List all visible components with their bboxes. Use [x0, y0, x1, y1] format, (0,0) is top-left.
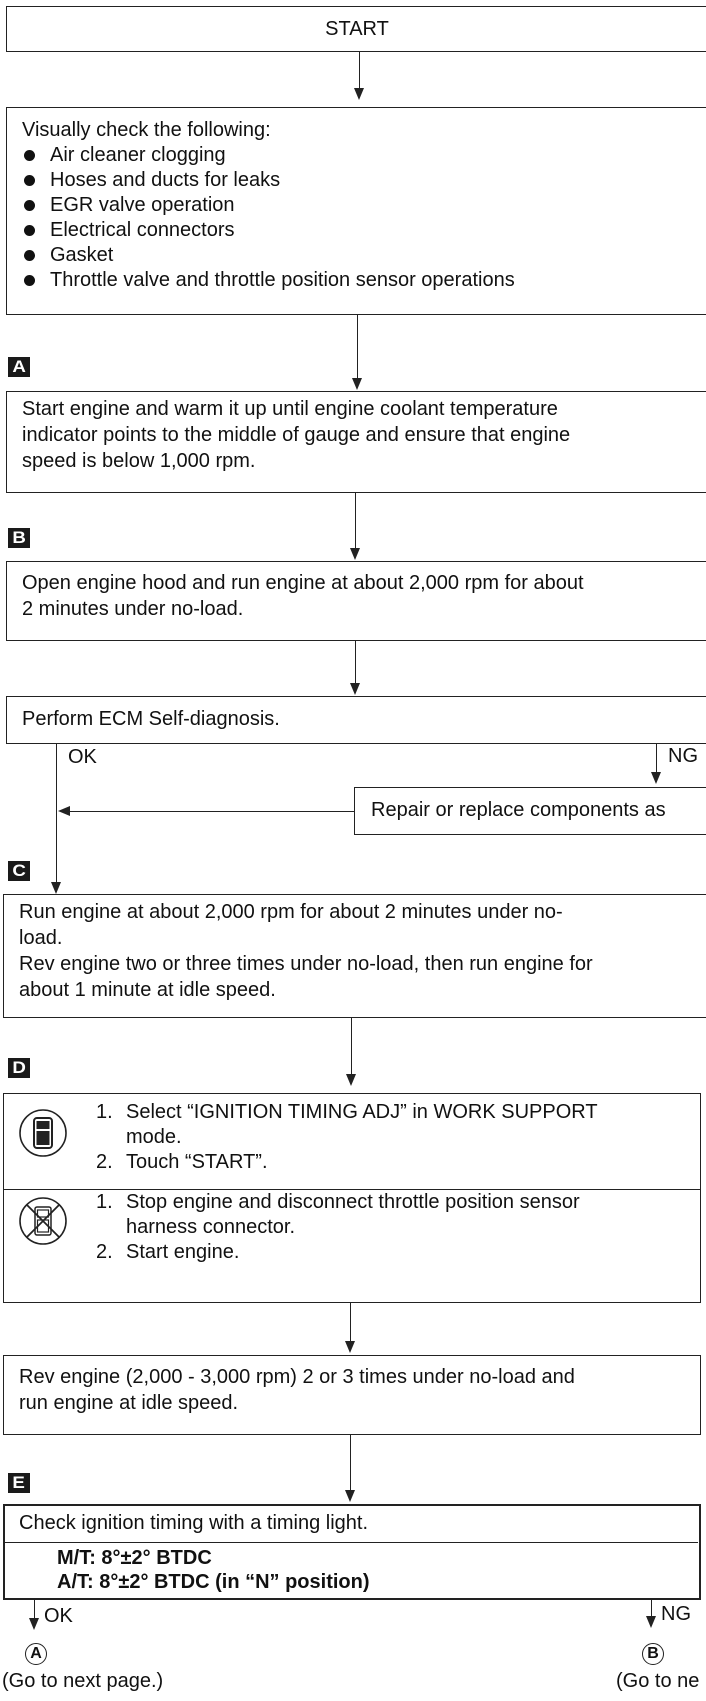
- check-item: Throttle valve and throttle position sen…: [22, 268, 515, 293]
- connector-line: [350, 1435, 352, 1490]
- connector-arrow: [345, 1490, 355, 1502]
- no-tools-steps: 1. Stop engine and disconnect throttle p…: [96, 1190, 580, 1265]
- ok-label: OK: [68, 746, 97, 768]
- step-c-text: Run engine at about 2,000 rpm for about …: [19, 899, 593, 1003]
- connector-arrow: [354, 88, 364, 100]
- step-label-e: E: [8, 1473, 30, 1493]
- connector-arrow: [352, 378, 362, 390]
- repair-box: Repair or replace components as: [354, 787, 706, 835]
- consult-section: 1. Select “IGNITION TIMING ADJ” in WORK …: [4, 1094, 700, 1190]
- check-item: Electrical connectors: [22, 218, 515, 243]
- repair-text: Repair or replace components as: [371, 799, 666, 821]
- step-number: 2.: [96, 1151, 113, 1173]
- connector-arrow: [350, 683, 360, 695]
- step-e-box: Check ignition timing with a timing ligh…: [3, 1504, 701, 1600]
- step-line: Touch “START”.: [126, 1151, 268, 1173]
- no-tools-section: 1. Stop engine and disconnect throttle p…: [4, 1190, 700, 1302]
- connector-line: [357, 315, 359, 378]
- step-c-line: Run engine at about 2,000 rpm for about …: [19, 901, 563, 923]
- consult-tester-icon: [19, 1109, 67, 1157]
- connector-arrow: [346, 1074, 356, 1086]
- visual-check-content: Visually check the following: Air cleane…: [22, 118, 515, 293]
- timing-spec: M/T: 8°±2° BTDC A/T: 8°±2° BTDC (in “N” …: [57, 1546, 370, 1594]
- step-a-box: Start engine and warm it up until engine…: [6, 391, 706, 493]
- step-label-c: C: [8, 861, 30, 881]
- step-a-line: speed is below 1,000 rpm.: [22, 450, 256, 472]
- connector-arrow: [345, 1341, 355, 1353]
- step-line: Select “IGNITION TIMING ADJ” in WORK SUP…: [126, 1101, 598, 1123]
- e-ng-line: [651, 1600, 653, 1618]
- step-number: 1.: [96, 1191, 113, 1213]
- check-item: Gasket: [22, 243, 515, 268]
- ng-branch-line: [656, 744, 658, 772]
- rev-engine-text: Rev engine (2,000 - 3,000 rpm) 2 or 3 ti…: [19, 1364, 575, 1416]
- step-b-line: Open engine hood and run engine at about…: [22, 572, 584, 594]
- step-number: 2.: [96, 1241, 113, 1263]
- timing-check-row: Check ignition timing with a timing ligh…: [5, 1506, 698, 1543]
- start-box: START: [6, 6, 706, 52]
- e-ok-arrow: [29, 1618, 39, 1630]
- check-item: EGR valve operation: [22, 193, 515, 218]
- connector-line: [355, 493, 357, 548]
- timing-check-text: Check ignition timing with a timing ligh…: [19, 1512, 369, 1534]
- check-item: Air cleaner clogging: [22, 143, 515, 168]
- spec-at: A/T: 8°±2° BTDC (in “N” position): [57, 1571, 370, 1593]
- target-a-circle: A: [25, 1643, 47, 1665]
- self-diagnosis-text: Perform ECM Self-diagnosis.: [22, 708, 280, 730]
- connector-line: [359, 52, 361, 88]
- connector-line: [355, 641, 357, 683]
- check-item: Hoses and ducts for leaks: [22, 168, 515, 193]
- consult-steps: 1. Select “IGNITION TIMING ADJ” in WORK …: [96, 1100, 598, 1175]
- step-line: mode.: [126, 1126, 182, 1148]
- step-label-a: A: [8, 357, 30, 377]
- step-a-line: Start engine and warm it up until engine…: [22, 398, 558, 420]
- step-label-d: D: [8, 1058, 30, 1078]
- self-diagnosis-box: Perform ECM Self-diagnosis.: [6, 696, 706, 744]
- step-c-line: load.: [19, 927, 63, 949]
- consult-step: 1. Select “IGNITION TIMING ADJ” in WORK …: [96, 1100, 598, 1150]
- target-a-note: (Go to next page.): [2, 1670, 164, 1692]
- connector-arrow: [350, 548, 360, 560]
- step-label-b: B: [8, 528, 30, 548]
- rev-engine-line: run engine at idle speed.: [19, 1392, 239, 1414]
- step-b-box: Open engine hood and run engine at about…: [6, 561, 706, 641]
- target-b-note: (Go to ne: [616, 1670, 700, 1692]
- no-tools-icon: [19, 1197, 67, 1245]
- step-a-text: Start engine and warm it up until engine…: [22, 396, 570, 474]
- no-tools-step: 1. Stop engine and disconnect throttle p…: [96, 1190, 580, 1240]
- e-ng-label: NG: [661, 1603, 691, 1625]
- step-b-line: 2 minutes under no-load.: [22, 598, 244, 620]
- consult-step: 2. Touch “START”.: [96, 1150, 598, 1175]
- step-d-box: 1. Select “IGNITION TIMING ADJ” in WORK …: [3, 1093, 701, 1303]
- ok-branch-line: [56, 744, 58, 882]
- no-tools-step: 2. Start engine.: [96, 1240, 580, 1265]
- return-arrow: [58, 806, 70, 816]
- start-text: START: [325, 18, 389, 40]
- ok-arrow: [51, 882, 61, 894]
- visual-check-heading: Visually check the following:: [22, 119, 271, 141]
- spec-mt: M/T: 8°±2° BTDC: [57, 1547, 212, 1569]
- step-line: Stop engine and disconnect throttle posi…: [126, 1191, 580, 1213]
- e-ok-label: OK: [44, 1605, 73, 1627]
- rev-engine-line: Rev engine (2,000 - 3,000 rpm) 2 or 3 ti…: [19, 1366, 575, 1388]
- step-line: Start engine.: [126, 1241, 240, 1263]
- step-c-line: Rev engine two or three times under no-l…: [19, 953, 593, 975]
- connector-line: [351, 1018, 353, 1074]
- step-a-line: indicator points to the middle of gauge …: [22, 424, 571, 446]
- ng-arrow: [651, 772, 661, 784]
- e-ok-line: [34, 1600, 36, 1620]
- step-number: 1.: [96, 1101, 113, 1123]
- return-line: [70, 811, 354, 813]
- ng-label: NG: [668, 745, 698, 767]
- step-c-line: about 1 minute at idle speed.: [19, 979, 276, 1001]
- e-ng-arrow: [646, 1616, 656, 1628]
- step-b-text: Open engine hood and run engine at about…: [22, 570, 584, 622]
- visual-check-box: Visually check the following: Air cleane…: [6, 107, 706, 315]
- visual-check-list: Air cleaner clogging Hoses and ducts for…: [22, 143, 515, 293]
- target-b-circle: B: [642, 1643, 664, 1665]
- rev-engine-box: Rev engine (2,000 - 3,000 rpm) 2 or 3 ti…: [3, 1355, 701, 1435]
- step-c-box: Run engine at about 2,000 rpm for about …: [3, 894, 706, 1018]
- step-line: harness connector.: [126, 1216, 295, 1238]
- connector-line: [350, 1303, 352, 1341]
